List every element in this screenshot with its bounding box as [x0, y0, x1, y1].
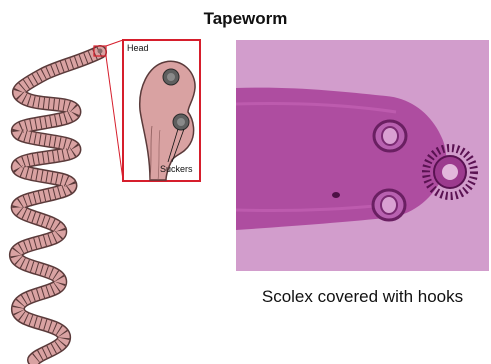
zoom-line-top — [106, 40, 123, 46]
head-label: Head — [127, 43, 149, 53]
sucker-top — [374, 121, 406, 151]
tapeworm-illustration: Head Suckers — [0, 30, 230, 364]
diagram-title: Tapeworm — [0, 9, 491, 29]
dark-speck — [332, 192, 340, 198]
zoom-line-bottom — [106, 56, 123, 180]
scolex-micrograph — [236, 40, 489, 271]
tapeworm-body — [16, 52, 100, 360]
head-inset: Head Suckers — [123, 40, 200, 181]
photo-caption: Scolex covered with hooks — [236, 287, 489, 307]
tiny-scolex — [98, 49, 103, 54]
suckers-label: Suckers — [160, 164, 193, 174]
sucker-bottom — [373, 190, 405, 220]
